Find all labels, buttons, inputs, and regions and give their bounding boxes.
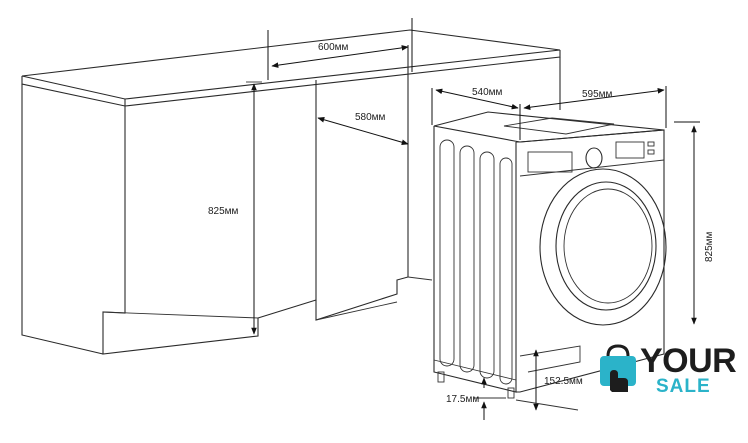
side-rib: [439, 139, 455, 367]
dimension-machine-depth: 540мм: [431, 87, 521, 140]
door-glass: [555, 181, 657, 311]
machine-side: [433, 126, 517, 393]
side-rib: [499, 157, 513, 385]
dimension-front-offset: 152.5мм: [515, 349, 583, 411]
machine-top: [433, 111, 665, 143]
dimension-cabinet-depth: 580мм: [317, 112, 409, 145]
label-machine-height: 825мм: [704, 231, 715, 262]
program-knob-icon: [585, 147, 603, 169]
dimension-plinth-height: 17.5мм: [446, 377, 506, 420]
shopping-bag-hand-icon: [600, 344, 636, 392]
machine-door: [539, 168, 667, 326]
machine-front: [516, 129, 665, 393]
logo-word-primary: YOUR: [640, 342, 737, 380]
label-cabinet-depth: 580мм: [355, 112, 386, 123]
logo-word-secondary: SALE: [656, 376, 711, 397]
cabinet-left-panel: [21, 84, 104, 355]
label-machine-width: 595мм: [582, 89, 613, 100]
label-front-offset: 152.5мм: [544, 376, 583, 387]
kitchen-cabinet: [21, 29, 561, 355]
label-cabinet-height: 825мм: [208, 206, 239, 217]
control-button: [647, 141, 655, 147]
label-plinth-height: 17.5мм: [446, 394, 479, 405]
side-rib: [459, 145, 475, 373]
dimension-machine-height: 825мм: [674, 121, 715, 325]
machine-foot: [437, 371, 445, 383]
side-rib: [479, 151, 495, 379]
label-machine-depth: 540мм: [472, 87, 503, 98]
label-cabinet-width: 600мм: [318, 42, 349, 53]
brand-logo: YOUR SALE: [594, 340, 744, 400]
cabinet-opening: [257, 80, 317, 319]
cabinet-door: [102, 106, 259, 355]
dimension-cabinet-height: 825мм: [208, 81, 262, 335]
dimension-machine-width: 595мм: [523, 86, 667, 128]
control-button: [647, 149, 655, 155]
dimension-cabinet-width: 600мм: [267, 18, 413, 80]
detergent-drawer: [527, 151, 573, 173]
display-panel: [615, 141, 645, 159]
washing-machine: [433, 111, 667, 399]
machine-foot: [507, 387, 515, 399]
